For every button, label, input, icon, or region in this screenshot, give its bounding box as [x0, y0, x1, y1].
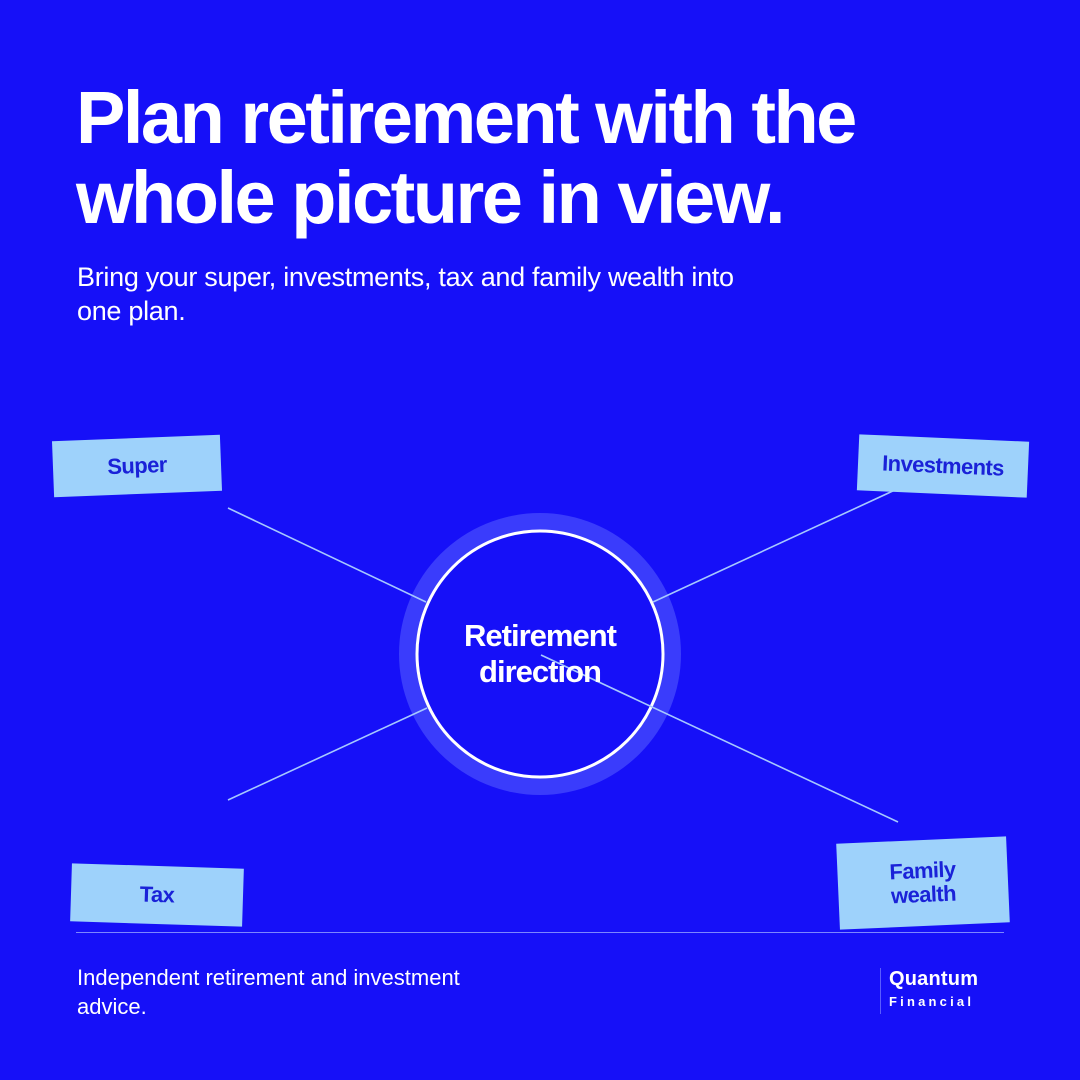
- hub-label-line1: Retirement: [464, 618, 617, 653]
- hub-label: Retirement direction: [420, 618, 660, 690]
- footer-divider: [76, 932, 1004, 933]
- node-tax: Tax: [70, 863, 244, 927]
- node-family-wealth-line2: wealth: [890, 880, 957, 909]
- connector-tax: [227, 707, 428, 801]
- node-investments: Investments: [856, 434, 1030, 498]
- node-investments-label: Investments: [881, 450, 1005, 481]
- brand-logo: Quantum Financial: [880, 968, 978, 1014]
- headline: Plan retirement with the whole picture i…: [76, 76, 857, 239]
- node-tax-label: Tax: [139, 881, 175, 908]
- hub-ring: [415, 529, 665, 779]
- node-super-label: Super: [106, 451, 168, 480]
- connector-super: [227, 507, 427, 603]
- brand-logo-subtitle: Financial: [889, 994, 975, 1009]
- brand-logo-name: Quantum: [889, 968, 979, 990]
- footer-tagline: Independent retirement and investment ad…: [77, 965, 460, 1019]
- node-family-wealth: Family wealth: [836, 836, 1010, 930]
- node-super: Super: [51, 434, 223, 498]
- connector-family-wealth: [540, 654, 899, 823]
- hub-label-line2: direction: [479, 654, 602, 689]
- subhead: Bring your super, investments, tax and f…: [77, 262, 734, 326]
- connector-investments: [652, 489, 896, 603]
